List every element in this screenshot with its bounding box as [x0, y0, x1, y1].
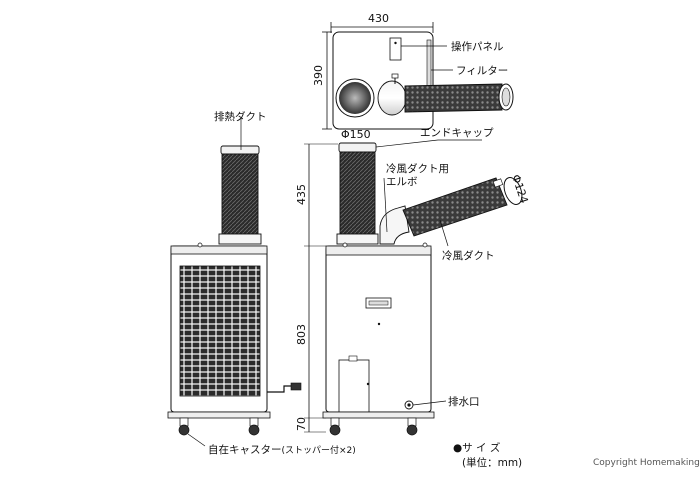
- left-grille: [179, 265, 261, 397]
- cold-duct-elbow: [379, 205, 410, 245]
- top-cold-duct: [404, 83, 503, 113]
- label-control-panel: 操作パネル: [451, 40, 504, 53]
- label-drain: 排水口: [448, 395, 480, 408]
- side-exhaust-duct: [339, 151, 376, 235]
- top-view: 430 390 操作パネル フィルター: [312, 12, 514, 130]
- dim-diameter-end: Φ150: [341, 128, 371, 141]
- left-view: 排熱ダクト 自在キャスター(ストッパー付×2): [167, 110, 356, 456]
- dim-duct-height: 435: [295, 184, 308, 205]
- side-caster-2: [406, 424, 418, 436]
- dim-body-height: 803: [295, 324, 308, 345]
- label-exhaust-duct: 排熱ダクト: [214, 110, 267, 123]
- copyright: Copyright Homemaking: [593, 458, 700, 468]
- left-caster-1: [178, 424, 190, 436]
- label-filter: フィルター: [456, 65, 508, 77]
- left-caster-2: [248, 424, 260, 436]
- side-access-panel: [338, 359, 370, 413]
- label-cold-elbow-2: エルボ: [386, 176, 418, 188]
- side-cold-duct: [402, 177, 508, 237]
- side-view: 435 803 70 Φ150 エンドキャップ 冷風ダクト用 エルボ Φ124 …: [295, 127, 531, 436]
- end-cap: [338, 142, 377, 153]
- label-cold-duct: 冷風ダクト: [442, 249, 495, 262]
- power-cord: [267, 385, 292, 393]
- side-caster-1: [329, 424, 341, 436]
- unit-note: (単位：mm): [462, 456, 522, 469]
- dim-caster-height: 70: [295, 417, 308, 431]
- dim-width-top: 430: [368, 12, 389, 25]
- top-duct-elbow: [377, 80, 407, 116]
- size-title: ●サ イ ズ: [453, 441, 500, 454]
- label-casters-note: (ストッパー付×2): [282, 445, 356, 456]
- label-cold-elbow-1: 冷風ダクト用: [386, 162, 449, 175]
- label-casters: 自在キャスター(ストッパー付×2): [208, 443, 356, 456]
- left-exhaust-duct: [221, 153, 259, 235]
- label-casters-main: 自在キャスター: [208, 443, 282, 456]
- label-end-cap: エンドキャップ: [420, 127, 494, 139]
- dim-depth-top: 390: [312, 65, 325, 86]
- top-control-panel: [389, 37, 402, 61]
